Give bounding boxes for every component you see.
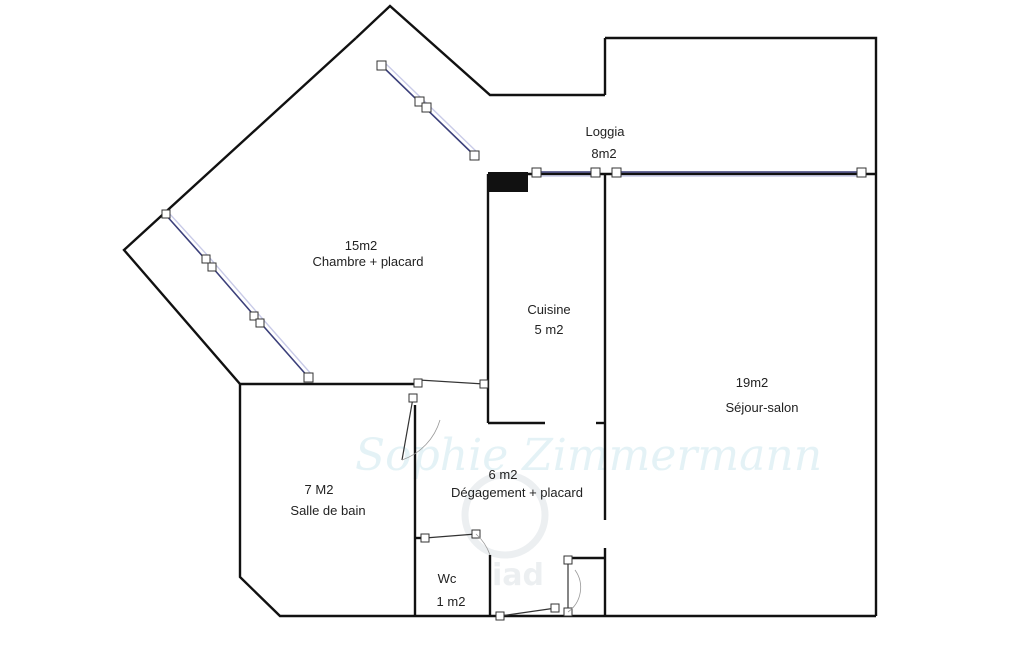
structural-column [488, 172, 528, 192]
bain-area: 7 M2 [305, 482, 334, 497]
wall-bottom [238, 384, 876, 618]
door-bathroom [401, 397, 414, 461]
wall-bedroom-outer [122, 37, 357, 385]
wall-bedroom-top [355, 4, 605, 97]
windows [161, 60, 867, 383]
wc-name: Wc [438, 571, 457, 586]
watermark: Sophie Zimmermann iad [355, 430, 822, 593]
walls [122, 4, 878, 618]
cuisine-name: Cuisine [527, 302, 570, 317]
watermark-logo-text: iad [492, 558, 544, 593]
bain-name: Salle de bain [290, 503, 365, 518]
room-labels: Loggia 8m2 15m2 Chambre + placard Cuisin… [290, 124, 798, 609]
watermark-logo-ring [461, 471, 549, 559]
loggia-name: Loggia [585, 124, 625, 139]
window-bedroom-outer [164, 213, 310, 379]
loggia-area: 8m2 [591, 146, 616, 161]
doors [401, 378, 582, 621]
door-entrance [499, 607, 557, 617]
sejour-area: 19m2 [736, 375, 769, 390]
degagement-area: 6 m2 [489, 467, 518, 482]
sejour-name: Séjour-salon [726, 400, 799, 415]
cuisine-area: 5 m2 [535, 322, 564, 337]
chambre-name: Chambre + placard [313, 254, 424, 269]
door-wc [424, 533, 477, 539]
wc-area: 1 m2 [437, 594, 466, 609]
chambre-area: 15m2 [345, 238, 378, 253]
watermark-signature: Sophie Zimmermann [355, 430, 822, 481]
door-bedroom [418, 379, 485, 385]
wall-right [605, 36, 878, 616]
degagement-name: Dégagement + placard [451, 485, 583, 500]
